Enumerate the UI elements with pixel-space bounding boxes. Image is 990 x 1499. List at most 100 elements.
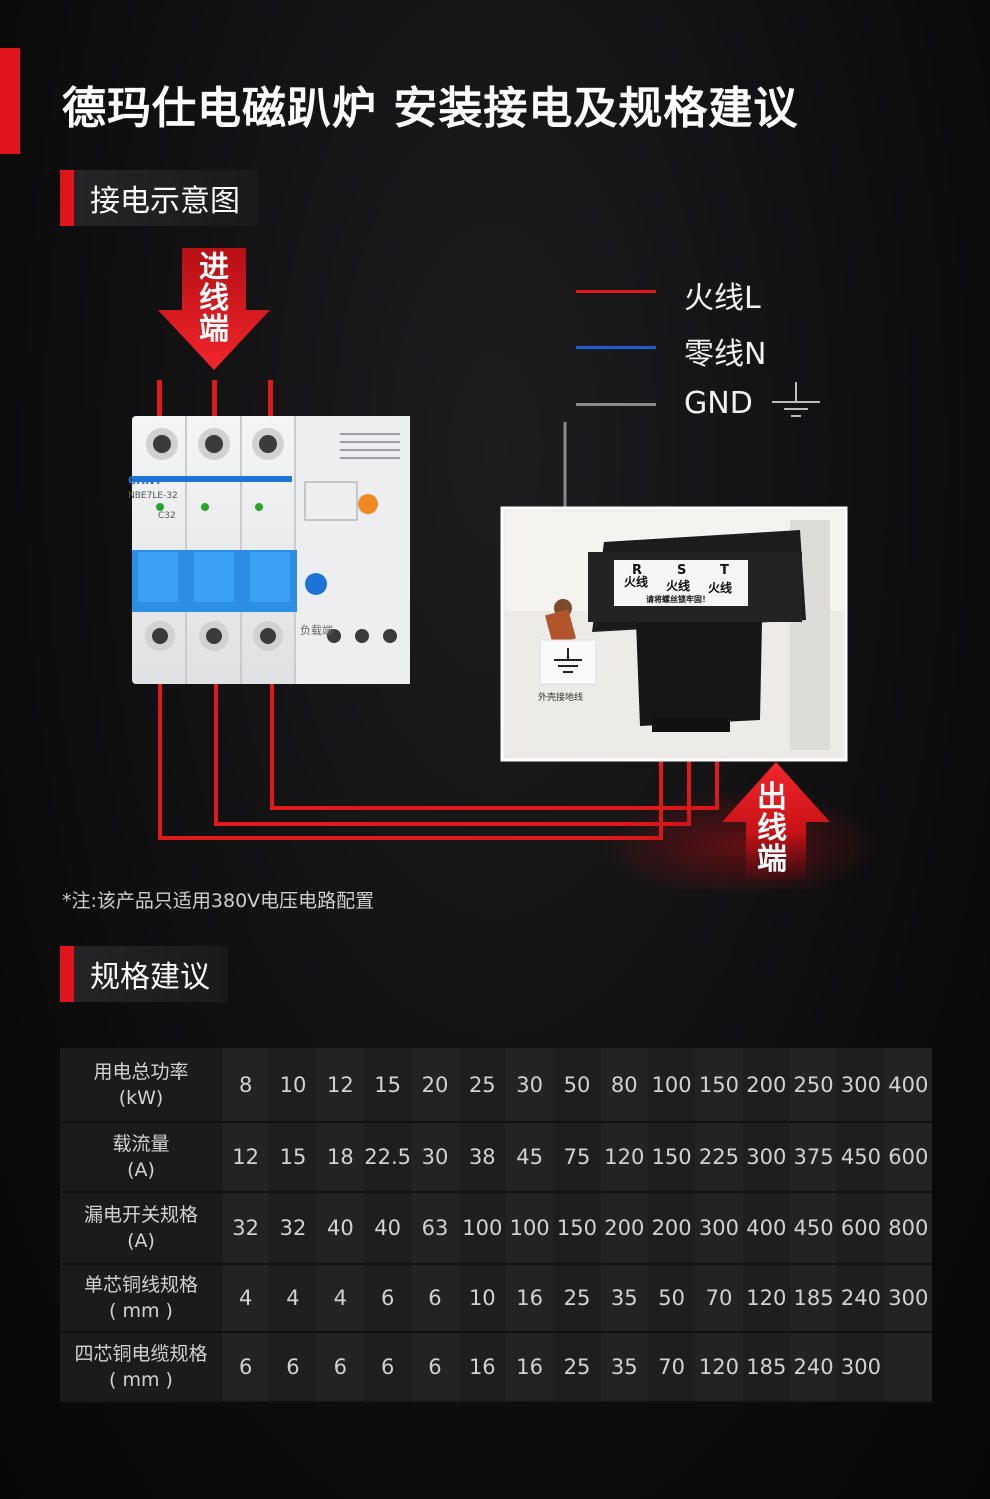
- wiring-diagram: CHNT NBE7LE-32 C32 负载端 R S T 火线 火线 火线: [128, 248, 880, 890]
- table-cell: 100: [458, 1192, 506, 1265]
- legend-label-live: 火线L: [684, 281, 761, 316]
- table-cell: 20: [411, 1048, 459, 1123]
- table-cell: 100: [647, 1048, 696, 1123]
- table-cell: 10: [269, 1048, 317, 1123]
- table-cell: [884, 1332, 932, 1403]
- table-cell: 300: [695, 1192, 743, 1265]
- page-title: 德玛仕电磁趴炉 安装接电及规格建议: [62, 83, 799, 134]
- table-cell: 10: [458, 1264, 506, 1333]
- table-cell: 32: [222, 1192, 270, 1265]
- section-tag-spec: 规格建议: [60, 946, 228, 1002]
- table-cell: 800: [884, 1192, 932, 1265]
- outlet-label: 出 线 端: [755, 782, 789, 875]
- table-cell: 300: [837, 1048, 885, 1123]
- ground-caption: 外壳接地线: [538, 691, 583, 703]
- svg-text:请将螺丝锁牢固！: 请将螺丝锁牢固！: [646, 594, 710, 604]
- table-cell: 250: [789, 1048, 838, 1123]
- table-cell: 240: [789, 1332, 838, 1403]
- table-cell: 300: [837, 1332, 885, 1403]
- row-header: 单芯铜线规格( mm ): [60, 1264, 222, 1333]
- circuit-breaker: [132, 416, 410, 684]
- row-header-label: 漏电开关规格: [83, 1204, 198, 1226]
- inlet-wire-3: [268, 380, 273, 420]
- svg-text:R: R: [632, 563, 642, 578]
- legend-label-neutral: 零线N: [684, 337, 767, 372]
- terminal-phase-labels: R S T 火线 火线 火线 请将螺丝锁牢固！: [624, 563, 732, 604]
- table-cell: 100: [505, 1192, 554, 1265]
- inlet-label: 进 线 端: [197, 252, 231, 345]
- inlet-label-char: 进: [199, 250, 229, 285]
- section-tag-label: 规格建议: [90, 960, 210, 995]
- svg-text:火线: 火线: [708, 580, 732, 595]
- row-header-unit: (kW): [118, 1086, 164, 1109]
- legend-line-ground: [576, 403, 656, 406]
- table-cell: 240: [837, 1264, 885, 1333]
- table-cell: 75: [553, 1122, 601, 1193]
- table-cell: 6: [411, 1332, 459, 1403]
- load-wires: [158, 684, 719, 840]
- table-cell: 6: [363, 1332, 412, 1403]
- table-cell: 450: [789, 1192, 838, 1265]
- table-cell: 12: [316, 1048, 364, 1123]
- table-cell: 120: [742, 1264, 790, 1333]
- outlet-arrow: [722, 762, 830, 880]
- section-tag-bar: [60, 946, 74, 1002]
- table-cell: 6: [222, 1332, 270, 1403]
- table-cell: 80: [600, 1048, 648, 1123]
- breaker-load-label: 负载端: [300, 623, 333, 637]
- row-header: 四芯铜电缆规格 ( mm ): [60, 1332, 222, 1403]
- table-cell: 25: [458, 1048, 506, 1123]
- section-tag-bar: [60, 170, 74, 226]
- table-cell: 22.5: [363, 1122, 412, 1193]
- table-cell: 600: [884, 1122, 932, 1193]
- table-cell: 200: [600, 1192, 648, 1265]
- row-header: 载流量(A): [60, 1122, 222, 1193]
- svg-text:S: S: [677, 563, 686, 578]
- table-cell: 25: [553, 1332, 601, 1403]
- table-cell: 150: [695, 1048, 743, 1123]
- table-cell: 200: [742, 1048, 790, 1123]
- row-header-unit: ( mm ): [109, 1300, 173, 1322]
- table-cell: 4: [222, 1264, 270, 1333]
- table-cell: 450: [837, 1122, 885, 1193]
- table-cell: 30: [411, 1122, 459, 1193]
- outlet-label-char: 出: [757, 780, 787, 815]
- table-cell: 8: [222, 1048, 270, 1123]
- table-cell: 50: [553, 1048, 601, 1123]
- table-cell: 300: [884, 1264, 932, 1333]
- row-header-label: 四芯铜电缆规格: [74, 1343, 208, 1365]
- table-cell: 25: [553, 1264, 601, 1333]
- table-cell: 6: [363, 1264, 412, 1333]
- title-accent-bar: [0, 48, 20, 154]
- table-cell: 600: [837, 1192, 885, 1265]
- table-cell: 4: [269, 1264, 317, 1333]
- table-cell: 16: [505, 1264, 554, 1333]
- table-cell: 6: [316, 1332, 364, 1403]
- table-cell: 63: [411, 1192, 459, 1265]
- table-cell: 120: [695, 1332, 743, 1403]
- table-cell: 15: [363, 1048, 412, 1123]
- row-header-unit: (A): [127, 1230, 155, 1252]
- section-tag-wiring: 接电示意图: [60, 170, 258, 226]
- table-cell: 50: [647, 1264, 696, 1333]
- row-header-unit: ( mm ): [109, 1369, 173, 1391]
- table-cell: 4: [316, 1264, 364, 1333]
- table-cell: 30: [505, 1048, 554, 1123]
- breaker-rating: C32: [158, 511, 176, 521]
- table-cell: 300: [742, 1122, 790, 1193]
- inlet-wire-1: [157, 380, 162, 420]
- table-cell: 40: [363, 1192, 412, 1265]
- table-cell: 150: [647, 1122, 696, 1193]
- table-cell: 150: [553, 1192, 601, 1265]
- table-cell: 70: [695, 1264, 743, 1333]
- table-cell: 35: [600, 1332, 648, 1403]
- legend-line-neutral: [576, 346, 656, 349]
- row-header: 用电总功率(kW): [60, 1048, 222, 1123]
- table-cell: 200: [647, 1192, 696, 1265]
- table-cell: 16: [458, 1332, 506, 1403]
- table-cell: 35: [600, 1264, 648, 1333]
